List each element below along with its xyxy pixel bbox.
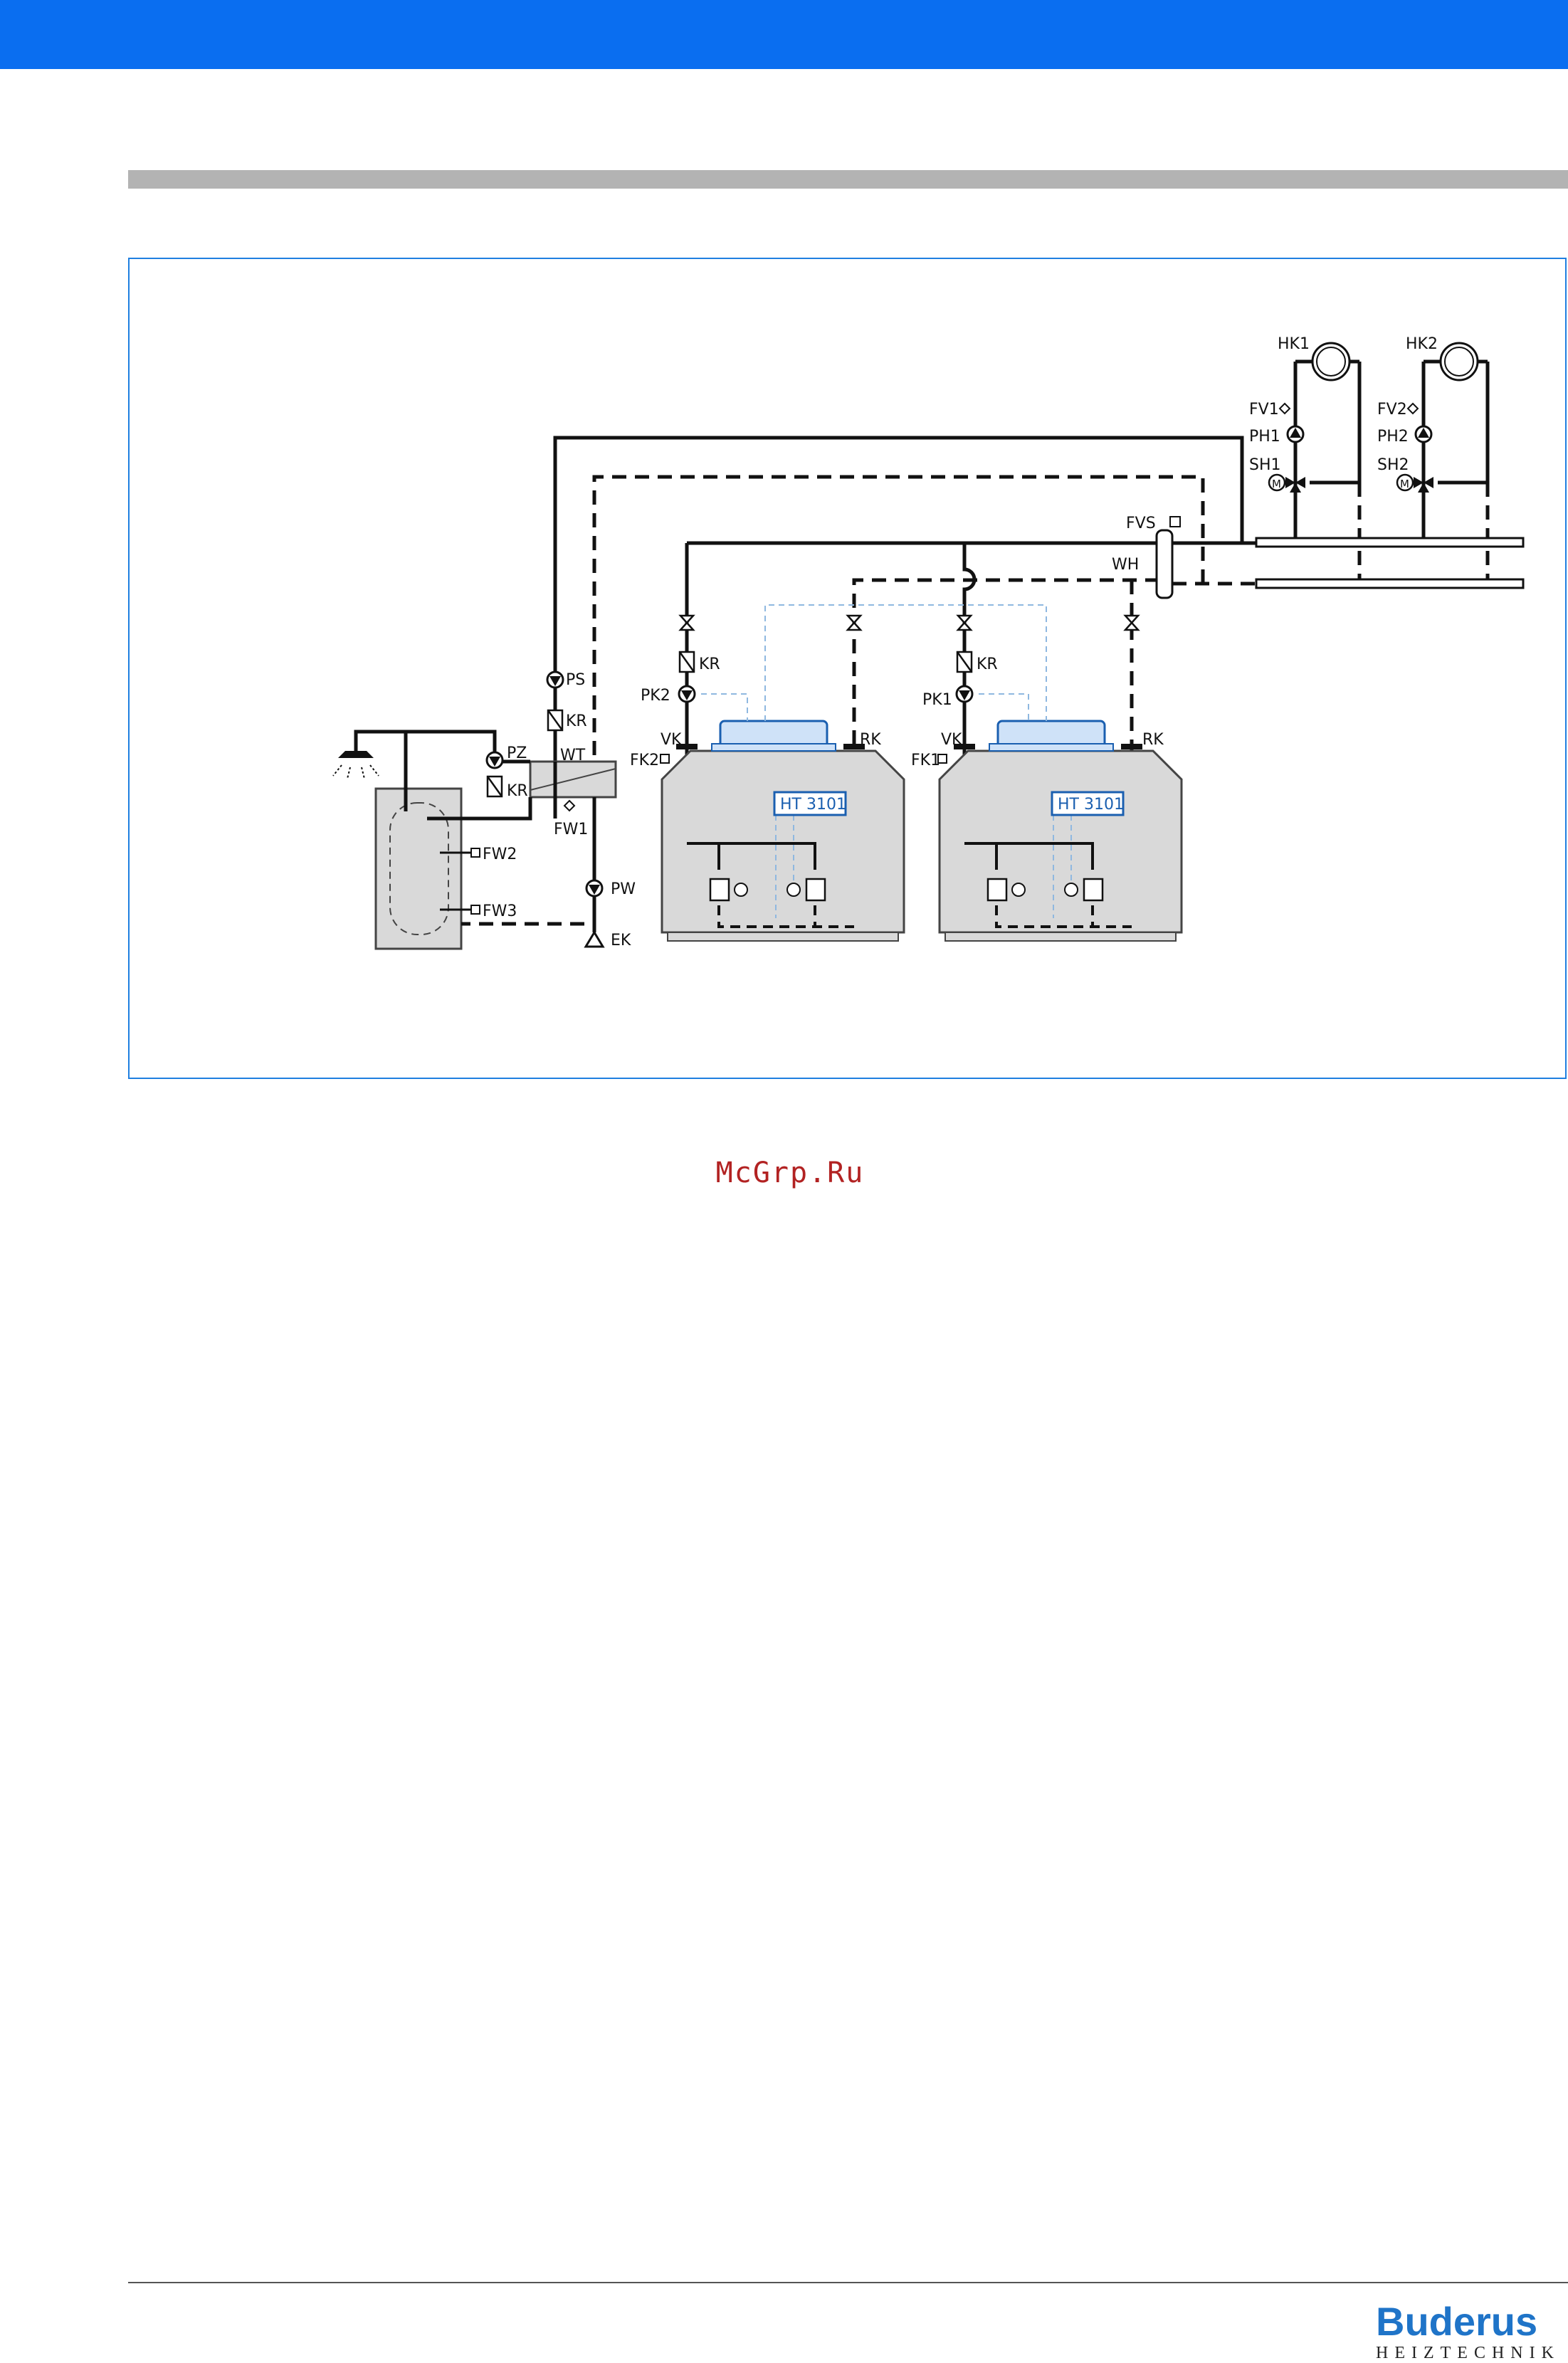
label-sh1: SH1 <box>1249 456 1281 474</box>
label-ph1: PH1 <box>1249 428 1280 446</box>
label-ph2: PH2 <box>1377 428 1409 446</box>
label-vk-2: VK <box>661 731 682 749</box>
label-sh2: SH2 <box>1377 456 1409 474</box>
label-fv2: FV2 <box>1377 401 1407 419</box>
label-kr-1: KR <box>977 656 998 673</box>
label-fk1: FK1 <box>911 752 940 769</box>
label-ps: PS <box>566 671 585 689</box>
label-pw: PW <box>611 880 636 898</box>
brand-subtitle: HEIZTECHNIK <box>1376 2343 1568 2363</box>
label-fvs: FVS <box>1126 515 1156 532</box>
footer-rule <box>128 2282 1568 2283</box>
label-fw1: FW1 <box>554 821 588 838</box>
label-ek: EK <box>611 932 631 949</box>
label-vk-1: VK <box>941 731 962 749</box>
label-fk2: FK2 <box>630 752 659 769</box>
label-rk-1: RK <box>1142 731 1164 749</box>
label-kr-pz: KR <box>507 782 528 800</box>
label-pk2: PK2 <box>641 687 670 705</box>
label-pk1: PK1 <box>922 691 952 709</box>
label-wt: WT <box>560 747 586 764</box>
label-fw2: FW2 <box>483 846 517 863</box>
label-wh: WH <box>1112 556 1139 574</box>
label-kr-2: KR <box>699 656 720 673</box>
return-header <box>1256 579 1523 588</box>
label-rk-2: RK <box>860 731 881 749</box>
label-pz: PZ <box>507 744 527 762</box>
label-fv1: FV1 <box>1249 401 1279 419</box>
watermark: McGrp.Ru <box>683 1157 897 1189</box>
label-hk1: HK1 <box>1278 335 1310 353</box>
hydraulic-schematic: M <box>0 0 1568 1089</box>
brand-logo: Buderus HEIZTECHNIK <box>1376 2300 1568 2363</box>
label-fw3: FW3 <box>483 902 517 920</box>
boiler-1 <box>940 721 1182 941</box>
label-controller-2: HT 3101 <box>780 796 846 814</box>
brand-name: Buderus <box>1376 2300 1568 2343</box>
label-controller-1: HT 3101 <box>1058 796 1124 814</box>
label-hk2: HK2 <box>1406 335 1438 353</box>
boiler-2 <box>662 721 904 941</box>
supply-header <box>1256 538 1523 547</box>
label-kr-ps: KR <box>566 712 587 730</box>
